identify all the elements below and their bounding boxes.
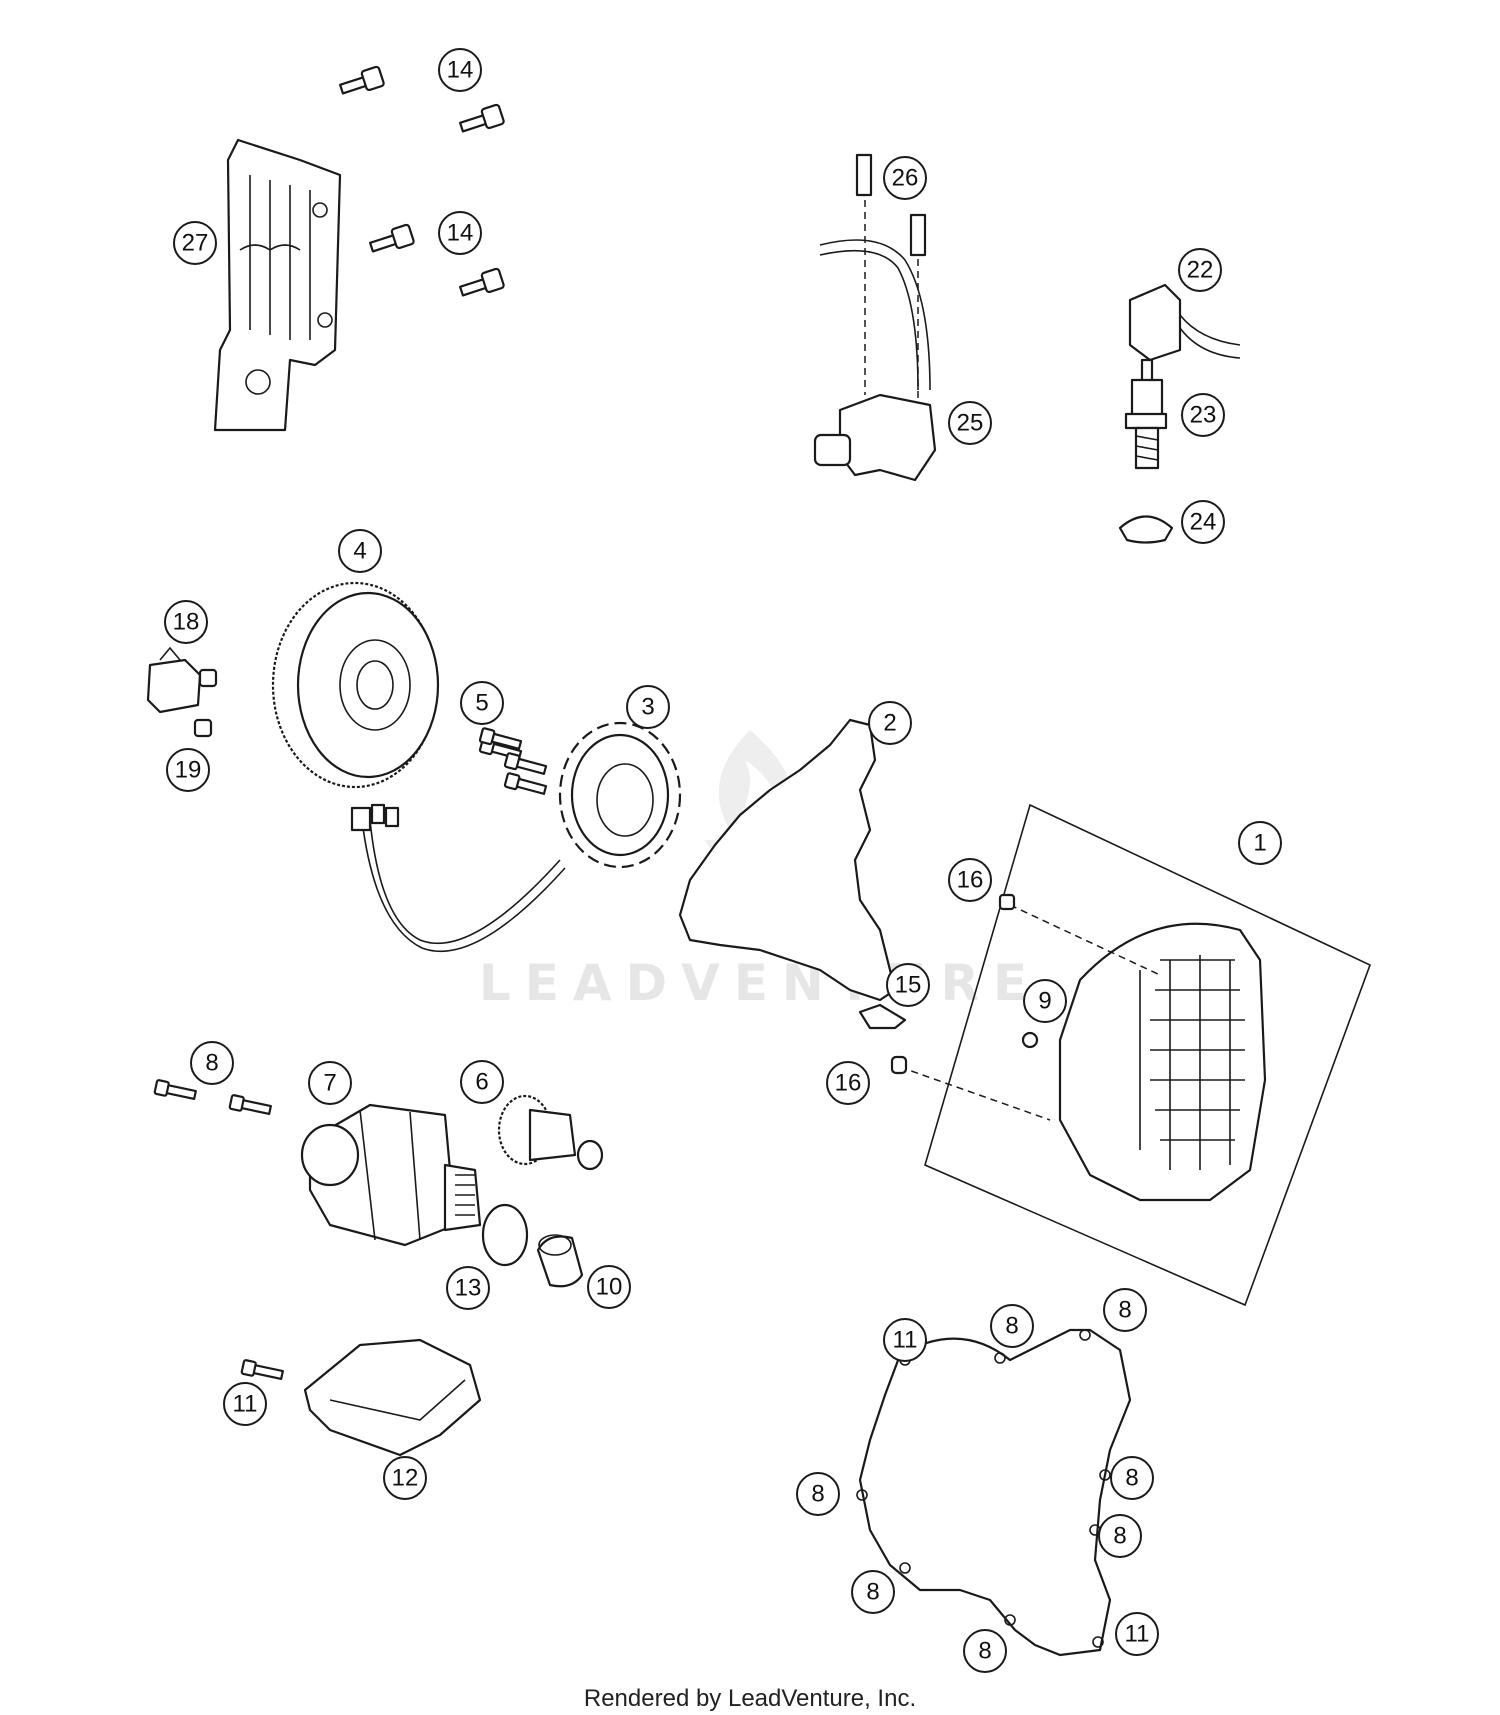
housing-27	[213, 138, 342, 432]
spark-plug-cap-22	[1128, 283, 1241, 362]
seal-24	[1118, 515, 1174, 544]
callout-label: 14	[447, 57, 474, 84]
starter-motor-7	[300, 1103, 482, 1247]
callout: 8	[190, 1041, 234, 1085]
callout-label: 8	[1118, 1297, 1131, 1324]
callout-label: 8	[978, 1638, 991, 1665]
callout: 8	[1103, 1288, 1147, 1332]
callout: 8	[851, 1570, 895, 1614]
callout-label: 18	[173, 609, 200, 636]
callout-label: 19	[175, 757, 202, 784]
gasket-lower	[856, 1328, 1132, 1657]
callout: 5	[460, 681, 504, 725]
sleeve-10	[536, 1234, 584, 1288]
stator-3	[350, 721, 682, 953]
callout: 2	[868, 701, 912, 745]
callout: 18	[164, 600, 208, 644]
sensor-18	[146, 646, 218, 738]
ignition-cover-1	[890, 803, 1372, 1307]
callout: 11	[1115, 1612, 1159, 1656]
callout-label: 11	[233, 1391, 258, 1418]
callout: 13	[446, 1266, 490, 1310]
callout-label: 8	[866, 1579, 879, 1606]
callout: 25	[948, 401, 992, 445]
callout-label: 13	[455, 1275, 482, 1302]
callout: 23	[1181, 393, 1225, 437]
bolts-8-starter	[153, 1079, 272, 1116]
callout-label: 8	[1113, 1523, 1126, 1550]
callout: 10	[587, 1265, 631, 1309]
callout: 15	[886, 963, 930, 1007]
bolts-5	[478, 727, 548, 795]
callout: 1	[1238, 821, 1282, 865]
callout-label: 25	[957, 410, 984, 437]
callout: 12	[383, 1456, 427, 1500]
callout: 24	[1181, 500, 1225, 544]
callout: 26	[883, 156, 927, 200]
callout-label: 2	[883, 710, 896, 737]
callout-label: 27	[182, 230, 209, 257]
callout: 8	[1098, 1514, 1142, 1558]
callout: 22	[1178, 248, 1222, 292]
callout-label: 8	[811, 1481, 824, 1508]
callout-label: 8	[1125, 1465, 1138, 1492]
callout-label: 24	[1190, 509, 1217, 536]
spark-plug-23	[1124, 358, 1168, 470]
callout-label: 12	[392, 1465, 419, 1492]
gear-6	[497, 1094, 604, 1171]
callout-label: 16	[835, 1070, 862, 1097]
callout: 4	[338, 529, 382, 573]
callout-label: 16	[957, 867, 984, 894]
callout-label: 4	[353, 538, 366, 565]
bolt-11	[240, 1359, 284, 1381]
callout: 8	[963, 1629, 1007, 1673]
callout: 27	[173, 221, 217, 265]
cover-12	[303, 1338, 482, 1457]
callout: 11	[883, 1318, 927, 1362]
callout: 19	[166, 748, 210, 792]
callout: 7	[308, 1061, 352, 1105]
callout: 14	[438, 211, 482, 255]
ignition-coil-25	[813, 153, 937, 482]
callout: 16	[826, 1061, 870, 1105]
callout-label: 9	[1038, 988, 1051, 1015]
callout-label: 15	[895, 972, 922, 999]
callout-label: 14	[447, 220, 474, 247]
callout-label: 5	[475, 690, 488, 717]
callout: 6	[460, 1060, 504, 1104]
callout-label: 26	[892, 165, 919, 192]
callout-label: 7	[323, 1070, 336, 1097]
callout-label: 11	[893, 1327, 918, 1354]
callout-label: 3	[641, 694, 654, 721]
render-credit: Rendered by LeadVenture, Inc.	[583, 1685, 917, 1712]
flywheel-4	[271, 581, 440, 789]
watermark-text: LEADVENTURE	[479, 954, 1041, 1012]
callout: 8	[990, 1304, 1034, 1348]
callout-label: 8	[205, 1050, 218, 1077]
callout: 11	[223, 1382, 267, 1426]
callout: 3	[626, 685, 670, 729]
callout: 8	[796, 1472, 840, 1516]
clip-15	[858, 1003, 907, 1030]
callout-label: 6	[475, 1069, 488, 1096]
o-ring-13	[481, 1203, 529, 1267]
gasket-2	[678, 718, 897, 1002]
callout: 14	[438, 48, 482, 92]
callout-label: 1	[1253, 830, 1266, 857]
callout: 9	[1023, 979, 1067, 1023]
callout-label: 10	[596, 1274, 623, 1301]
callout-label: 22	[1187, 257, 1214, 284]
callout-label: 8	[1005, 1313, 1018, 1340]
callout: 16	[948, 858, 992, 902]
screws-14	[339, 65, 505, 297]
callout-label: 11	[1125, 1621, 1150, 1648]
callout: 8	[1110, 1456, 1154, 1500]
callout-label: 23	[1190, 402, 1217, 429]
